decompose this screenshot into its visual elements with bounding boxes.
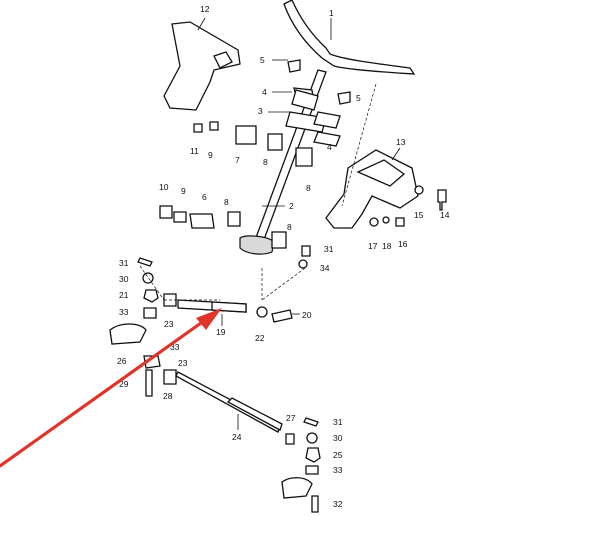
- callout-19: 19: [216, 327, 226, 337]
- callout-31: 31: [333, 417, 343, 427]
- callout-20: 20: [302, 310, 312, 320]
- callout-2: 2: [289, 201, 294, 211]
- callout-31: 31: [324, 244, 334, 254]
- callout-9: 9: [208, 150, 213, 160]
- callout-33: 33: [333, 465, 343, 475]
- handlebar: [283, 0, 416, 75]
- callout-8: 8: [306, 183, 311, 193]
- cover-hardware: [369, 185, 447, 227]
- callout-23: 23: [178, 358, 188, 368]
- callout-9: 9: [181, 186, 186, 196]
- grip-cover: [163, 17, 241, 111]
- callout-15: 15: [414, 210, 424, 220]
- callout-21: 21: [119, 290, 129, 300]
- callout-32: 32: [333, 499, 343, 509]
- left-linkage: [109, 257, 220, 397]
- small-parts: [159, 121, 313, 249]
- callout-10: 10: [159, 182, 169, 192]
- callout-14: 14: [440, 210, 450, 220]
- column-cover: [325, 83, 419, 229]
- callout-13: 13: [396, 137, 406, 147]
- callout-23: 23: [164, 319, 174, 329]
- tie-rod-19: [177, 267, 306, 326]
- callout-11: 11: [190, 146, 199, 156]
- callout-22: 22: [255, 333, 265, 343]
- callout-24: 24: [232, 432, 242, 442]
- callout-8: 8: [224, 197, 229, 207]
- callout-33: 33: [119, 307, 129, 317]
- clamp-assembly: [268, 59, 351, 147]
- callout-4: 4: [262, 87, 267, 97]
- callout-1: 1: [329, 8, 334, 18]
- callout-29: 29: [119, 379, 129, 389]
- callout-8: 8: [263, 157, 268, 167]
- callout-26: 26: [117, 356, 127, 366]
- highlight-arrow: [0, 308, 222, 468]
- callout-18: 18: [382, 241, 392, 251]
- callout-33: 33: [170, 342, 180, 352]
- callout-5: 5: [356, 93, 361, 103]
- callout-25: 25: [333, 450, 343, 460]
- callout-16: 16: [398, 239, 408, 249]
- callout-27: 27: [286, 413, 296, 423]
- callout-labels: 1 12 5 4 5 3 4 13 11 9 7 8 8 10 9 6 8 2 …: [117, 4, 450, 509]
- right-linkage: [281, 245, 321, 513]
- callout-6: 6: [202, 192, 207, 202]
- callout-3: 3: [258, 106, 263, 116]
- callout-7: 7: [235, 155, 240, 165]
- callout-31: 31: [119, 258, 129, 268]
- callout-30: 30: [119, 274, 129, 284]
- callout-30: 30: [333, 433, 343, 443]
- callout-34: 34: [320, 263, 330, 273]
- tie-rod-24: [175, 371, 283, 433]
- callout-17: 17: [368, 241, 378, 251]
- callout-4: 4: [327, 142, 332, 152]
- callout-12: 12: [200, 4, 210, 14]
- callout-5: 5: [260, 55, 265, 65]
- callout-28: 28: [163, 391, 173, 401]
- callout-8: 8: [287, 222, 292, 232]
